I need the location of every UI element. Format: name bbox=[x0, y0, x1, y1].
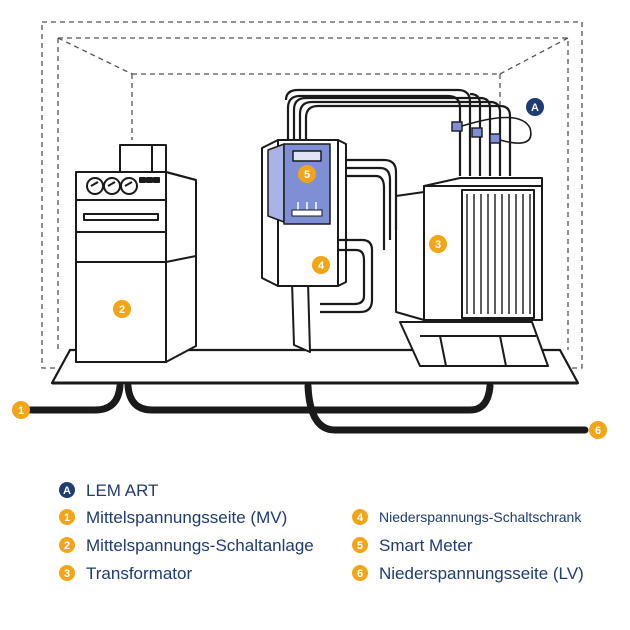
svg-text:4: 4 bbox=[357, 512, 364, 524]
legend-item-5: 5 Smart Meter bbox=[352, 536, 473, 555]
svg-text:A: A bbox=[531, 102, 539, 114]
svg-text:Niederspannungs-Schaltschrank: Niederspannungs-Schaltschrank bbox=[379, 509, 582, 525]
smart-meter bbox=[267, 143, 331, 225]
svg-text:1: 1 bbox=[64, 512, 70, 524]
legend-item-2: 2 Mittelspannungs-Schaltanlage bbox=[59, 536, 314, 555]
legend-item-3: 3 Transformator bbox=[59, 564, 192, 583]
svg-text:4: 4 bbox=[318, 260, 325, 272]
svg-text:2: 2 bbox=[64, 540, 70, 552]
svg-text:Mittelspannungsseite (MV): Mittelspannungsseite (MV) bbox=[86, 508, 287, 527]
legend-item-a: A LEM ART bbox=[59, 481, 158, 500]
svg-text:Smart Meter: Smart Meter bbox=[379, 536, 473, 555]
svg-text:5: 5 bbox=[357, 540, 363, 552]
svg-text:3: 3 bbox=[64, 568, 70, 580]
svg-text:Transformator: Transformator bbox=[86, 564, 192, 583]
marker-4: 4 bbox=[312, 256, 330, 274]
marker-6: 6 bbox=[589, 421, 607, 439]
lem-art-sensors bbox=[451, 116, 532, 144]
underground-cables bbox=[26, 382, 589, 434]
svg-text:6: 6 bbox=[595, 425, 601, 437]
legend: A LEM ART 1 Mittelspannungsseite (MV) 2 … bbox=[59, 481, 584, 583]
svg-text:Niederspannungsseite (LV): Niederspannungsseite (LV) bbox=[379, 564, 584, 583]
svg-text:Mittelspannungs-Schaltanlage: Mittelspannungs-Schaltanlage bbox=[86, 536, 314, 555]
marker-3: 3 bbox=[429, 235, 447, 253]
svg-text:A: A bbox=[63, 485, 71, 497]
legend-item-1: 1 Mittelspannungsseite (MV) bbox=[59, 508, 287, 527]
marker-2: 2 bbox=[113, 300, 131, 318]
marker-5: 5 bbox=[298, 165, 316, 183]
marker-a: A bbox=[526, 98, 544, 116]
mv-switchgear bbox=[75, 144, 197, 363]
legend-item-6: 6 Niederspannungsseite (LV) bbox=[352, 564, 584, 583]
lv-cable-bundle bbox=[284, 88, 512, 314]
marker-1: 1 bbox=[12, 401, 30, 419]
svg-text:6: 6 bbox=[357, 568, 363, 580]
svg-text:1: 1 bbox=[18, 405, 24, 417]
transformer bbox=[395, 177, 549, 367]
svg-text:2: 2 bbox=[119, 304, 125, 316]
legend-item-4: 4 Niederspannungs-Schaltschrank bbox=[352, 509, 582, 525]
svg-text:3: 3 bbox=[435, 239, 441, 251]
transformer-radiator-fins bbox=[466, 194, 531, 314]
svg-text:LEM ART: LEM ART bbox=[86, 481, 158, 500]
svg-text:5: 5 bbox=[304, 169, 310, 181]
